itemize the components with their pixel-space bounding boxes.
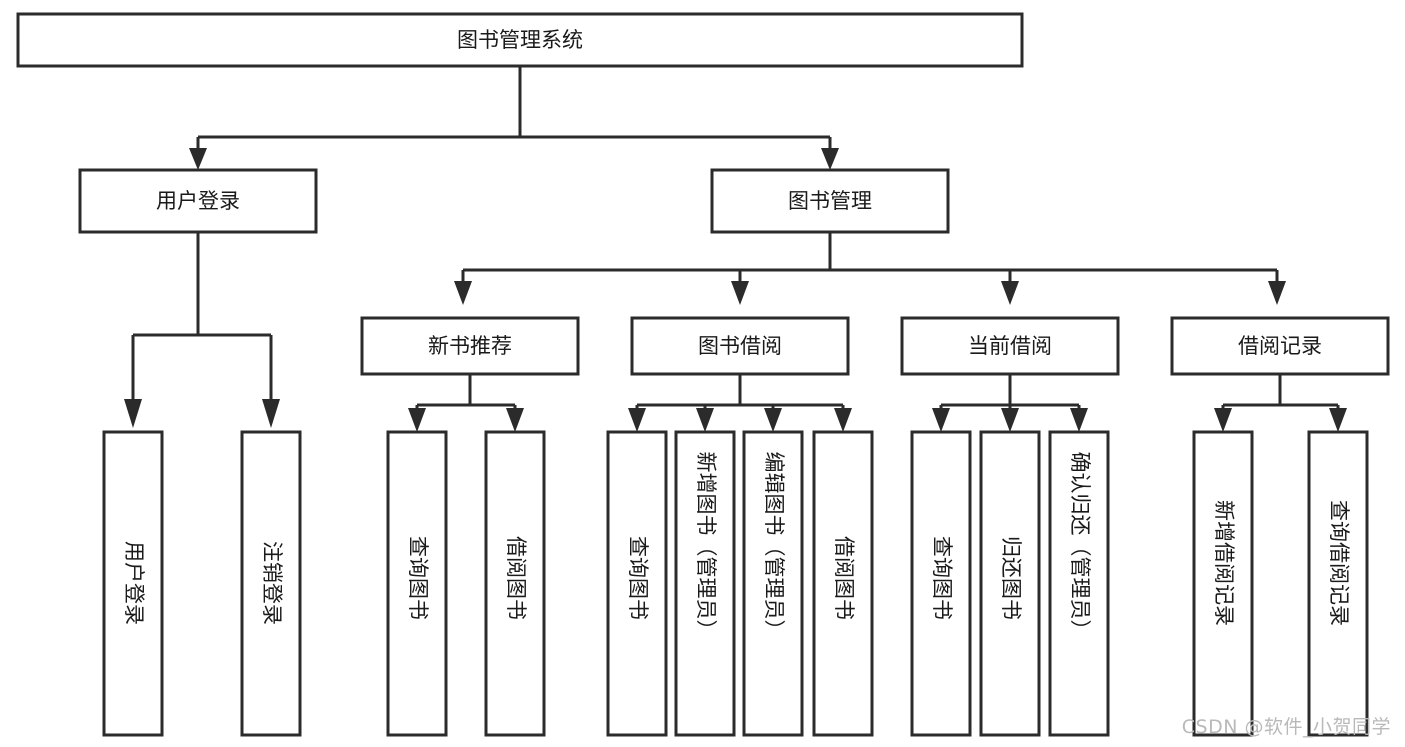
node-book-borrow-label: 图书借阅 bbox=[698, 334, 782, 358]
leaf-confirm-return-admin[interactable]: 确认归还（管理员） bbox=[1048, 430, 1110, 737]
arrow-userlogin-to-leaf-1 bbox=[262, 399, 280, 428]
node-user-login-box[interactable] bbox=[78, 168, 318, 234]
node-new-book-recommend-label: 新书推荐 bbox=[428, 334, 512, 358]
leaf-confirm-return-admin-label: 确认归还（管理员） bbox=[1068, 452, 1092, 641]
leaf-user-login-box[interactable] bbox=[102, 430, 164, 737]
arrow-records-to-leaf-1 bbox=[1329, 408, 1347, 432]
node-root-box[interactable] bbox=[16, 12, 1024, 68]
arrow-bookmgmt-to-borrow bbox=[731, 281, 749, 305]
arrow-root-to-book-mgmt bbox=[821, 148, 839, 170]
arrow-userlogin-to-leaf-0 bbox=[124, 399, 142, 428]
node-current-borrow-label: 当前借阅 bbox=[968, 334, 1052, 358]
leaf-query-book-borrow-box[interactable] bbox=[606, 430, 668, 737]
leaf-add-book-admin-box[interactable] bbox=[674, 430, 736, 737]
arrow-bookmgmt-to-new-book bbox=[454, 281, 472, 305]
arrow-current-to-leaf-0 bbox=[932, 408, 950, 432]
leaf-query-book-recommend-label: 查询图书 bbox=[406, 536, 430, 620]
node-book-management-label: 图书管理 bbox=[788, 189, 872, 213]
leaf-query-book-recommend[interactable]: 查询图书 bbox=[386, 430, 448, 737]
arrow-current-to-leaf-2 bbox=[1070, 408, 1088, 432]
arrow-newbook-to-leaf-0 bbox=[408, 408, 426, 432]
leaf-borrow-book-recommend-label: 借阅图书 bbox=[504, 536, 528, 620]
leaf-borrow-book-label: 借阅图书 bbox=[832, 536, 856, 620]
leaf-borrow-book-recommend[interactable]: 借阅图书 bbox=[484, 430, 546, 737]
leaf-query-borrow-record-box[interactable] bbox=[1307, 430, 1369, 737]
node-borrow-records-box[interactable] bbox=[1170, 316, 1390, 376]
arrow-newbook-to-leaf-1 bbox=[506, 408, 524, 432]
leaf-query-book-borrow-label: 查询图书 bbox=[626, 536, 650, 620]
leaf-query-book-current-label: 查询图书 bbox=[930, 536, 954, 620]
node-current-borrow-box[interactable] bbox=[900, 316, 1120, 376]
arrow-borrow-to-leaf-3 bbox=[834, 408, 852, 432]
arrow-bookmgmt-to-current bbox=[1001, 281, 1019, 305]
arrow-records-to-leaf-0 bbox=[1214, 408, 1232, 432]
leaf-user-login[interactable]: 用户登录 bbox=[102, 430, 164, 737]
node-user-login[interactable]: 用户登录 bbox=[78, 168, 318, 234]
leaf-edit-book-admin[interactable]: 编辑图书（管理员） bbox=[742, 430, 804, 737]
arrow-root-to-user-login bbox=[189, 148, 207, 170]
leaf-add-borrow-record-label: 新增借阅记录 bbox=[1212, 500, 1236, 626]
leaf-return-book-label: 归还图书 bbox=[999, 536, 1023, 620]
leaf-query-book-recommend-box[interactable] bbox=[386, 430, 448, 737]
leaf-query-book-current-box[interactable] bbox=[910, 430, 972, 737]
node-new-book-recommend[interactable]: 新书推荐 bbox=[360, 316, 580, 376]
arrow-bookmgmt-to-records bbox=[1268, 281, 1286, 305]
leaf-return-book-box[interactable] bbox=[979, 430, 1041, 737]
leaf-borrow-book[interactable]: 借阅图书 bbox=[812, 430, 874, 737]
leaf-edit-book-admin-box[interactable] bbox=[742, 430, 804, 737]
leaf-logout[interactable]: 注销登录 bbox=[240, 430, 302, 737]
leaf-edit-book-admin-label: 编辑图书（管理员） bbox=[762, 452, 786, 641]
leaf-query-borrow-record-label: 查询借阅记录 bbox=[1327, 500, 1351, 626]
leaf-query-borrow-record[interactable]: 查询借阅记录 bbox=[1307, 430, 1369, 737]
leaf-confirm-return-admin-box[interactable] bbox=[1048, 430, 1110, 737]
leaf-logout-label: 注销登录 bbox=[260, 541, 284, 625]
leaf-add-book-admin-label: 新增图书（管理员） bbox=[694, 452, 718, 641]
node-root-label: 图书管理系统 bbox=[457, 28, 583, 52]
arrow-borrow-to-leaf-0 bbox=[628, 408, 646, 432]
node-borrow-records-label: 借阅记录 bbox=[1238, 334, 1322, 358]
connector-layer bbox=[124, 66, 1347, 432]
leaf-add-book-admin[interactable]: 新增图书（管理员） bbox=[674, 430, 736, 737]
leaf-query-book-current[interactable]: 查询图书 bbox=[910, 430, 972, 737]
leaf-borrow-book-recommend-box[interactable] bbox=[484, 430, 546, 737]
node-book-borrow[interactable]: 图书借阅 bbox=[630, 316, 850, 376]
node-book-management-box[interactable] bbox=[710, 168, 950, 234]
arrow-current-to-leaf-1 bbox=[1001, 408, 1019, 432]
leaf-add-borrow-record[interactable]: 新增借阅记录 bbox=[1192, 430, 1254, 737]
leaf-logout-box[interactable] bbox=[240, 430, 302, 737]
node-book-borrow-box[interactable] bbox=[630, 316, 850, 376]
arrow-borrow-to-leaf-2 bbox=[764, 408, 782, 432]
node-borrow-records[interactable]: 借阅记录 bbox=[1170, 316, 1390, 376]
leaf-return-book[interactable]: 归还图书 bbox=[979, 430, 1041, 737]
leaf-query-book-borrow[interactable]: 查询图书 bbox=[606, 430, 668, 737]
leaf-add-borrow-record-box[interactable] bbox=[1192, 430, 1254, 737]
arrow-borrow-to-leaf-1 bbox=[696, 408, 714, 432]
leaf-borrow-book-box[interactable] bbox=[812, 430, 874, 737]
node-user-login-label: 用户登录 bbox=[156, 189, 240, 213]
node-root[interactable]: 图书管理系统 bbox=[16, 12, 1024, 68]
node-new-book-recommend-box[interactable] bbox=[360, 316, 580, 376]
leaf-user-login-label: 用户登录 bbox=[122, 541, 146, 625]
node-current-borrow[interactable]: 当前借阅 bbox=[900, 316, 1120, 376]
node-book-management[interactable]: 图书管理 bbox=[710, 168, 950, 234]
